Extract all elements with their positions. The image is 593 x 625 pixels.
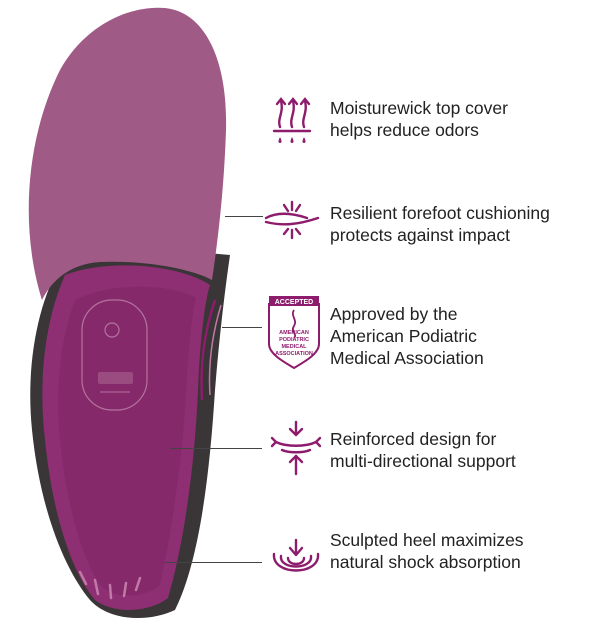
feature-line: Reinforced design for [330, 429, 497, 449]
leader-forefoot [225, 216, 263, 217]
feature-reinforced: Reinforced design for multi-directional … [330, 428, 516, 472]
feature-line: American Podiatric [330, 326, 477, 346]
feature-line: natural shock absorption [330, 552, 521, 572]
feature-moisturewick: Moisturewick top cover helps reduce odor… [330, 97, 508, 141]
feature-apma: Approved by the American Podiatric Medic… [330, 303, 484, 369]
forefoot-cushion-icon [264, 200, 320, 240]
seal-accepted: ACCEPTED [275, 299, 314, 306]
feature-line: multi-directional support [330, 451, 516, 471]
seal-line-4: ASSOCIATION [275, 351, 313, 357]
feature-line: helps reduce odors [330, 120, 479, 140]
feature-forefoot: Resilient forefoot cushioning protects a… [330, 202, 550, 246]
heel-ridges [78, 570, 142, 600]
seal-line-2: PODIATRIC [279, 337, 309, 343]
leader-apma [222, 327, 262, 328]
moisture-wick-icon [272, 97, 312, 143]
feature-line: Moisturewick top cover [330, 98, 508, 118]
seal-line-3: MEDICAL [281, 344, 307, 350]
feature-line: Resilient forefoot cushioning [330, 203, 550, 223]
heel-shock-icon [272, 538, 320, 572]
apma-seal-icon: ACCEPTED AMERICAN PODIATRIC MEDICAL ASSO… [268, 296, 320, 370]
insole-top-cover [28, 7, 227, 301]
feature-line: Approved by the [330, 304, 458, 324]
leader-arch [170, 448, 262, 449]
seal-line-1: AMERICAN [279, 330, 309, 336]
insole-logo-mark [104, 322, 120, 338]
feature-line: protects against impact [330, 225, 510, 245]
feature-heel: Sculpted heel maximizes natural shock ab… [330, 529, 524, 573]
feature-line: Medical Association [330, 348, 484, 368]
insole-logo-plate [81, 299, 148, 411]
multi-direction-arrows-icon [270, 420, 322, 476]
feature-line: Sculpted heel maximizes [330, 530, 524, 550]
leader-heel [165, 562, 262, 563]
